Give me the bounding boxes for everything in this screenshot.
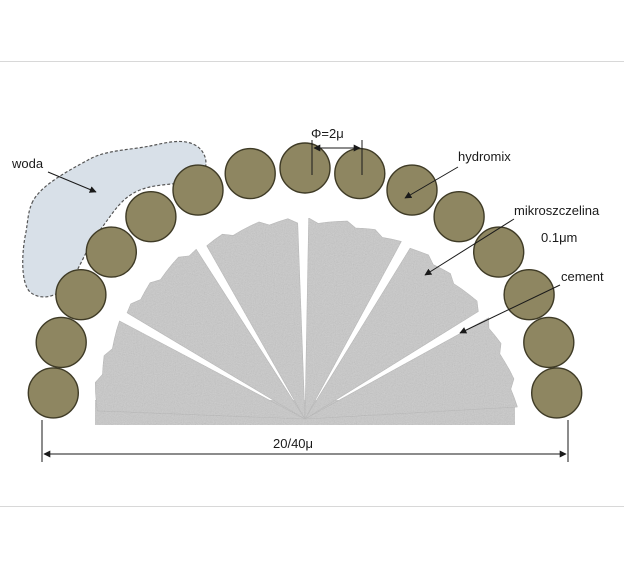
cement-label: cement — [561, 269, 604, 284]
particle-diameter-label: Φ=2μ — [311, 126, 344, 141]
hydromix-particle — [27, 367, 79, 419]
hydromix-label: hydromix — [458, 149, 511, 164]
cement-wedge — [126, 248, 306, 420]
cement-wedge — [94, 320, 306, 420]
cement-wedge — [304, 317, 518, 420]
microcrack-label: mikroszczelina — [514, 203, 600, 218]
hydromix-particle — [523, 316, 575, 369]
hydromix-particles — [27, 142, 583, 419]
hydromix-leader — [404, 166, 459, 199]
hydromix-particle — [172, 164, 224, 216]
hydromix-particle — [503, 269, 555, 321]
top-rule — [0, 61, 624, 62]
microcrack-leader — [424, 218, 515, 276]
hydromix-particle — [473, 226, 525, 278]
cement-wedges — [94, 217, 518, 425]
hydromix-particle — [531, 367, 583, 419]
width-label: 20/40μ — [273, 436, 313, 451]
cement-wedge — [304, 247, 479, 420]
microcrack-size-label: 0.1μm — [541, 230, 577, 245]
water-leader — [47, 171, 97, 193]
cement-wedge — [206, 218, 306, 420]
hydromix-particle — [334, 147, 386, 200]
hydromix-particle — [386, 164, 438, 216]
hydromix-particle — [433, 190, 485, 243]
hydromix-particle — [55, 269, 107, 321]
hydromix-particle — [85, 226, 138, 278]
water-label: woda — [11, 156, 44, 171]
hydromix-particle — [279, 142, 331, 194]
bottom-rule — [0, 506, 624, 507]
cement-leader — [459, 284, 561, 334]
hydromix-particle — [35, 316, 87, 369]
hydromix-particle — [224, 147, 276, 200]
cement-wedge — [304, 217, 402, 420]
hydromix-particle — [125, 190, 177, 243]
